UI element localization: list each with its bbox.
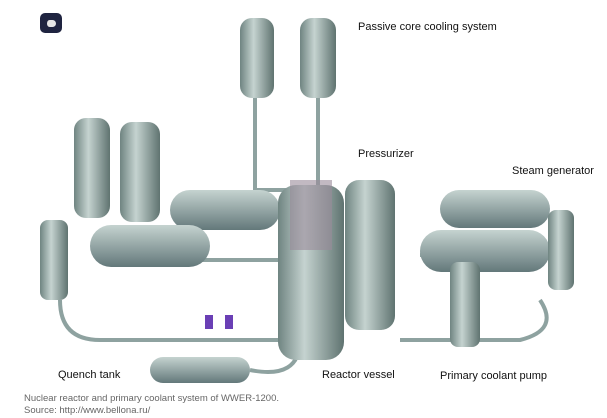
label-pressurizer: Pressurizer [358, 148, 414, 160]
valves [205, 315, 233, 329]
pumps [40, 210, 574, 347]
quench-tank [150, 357, 250, 383]
label-quench-tank: Quench tank [58, 369, 121, 381]
reactor-upper-block [290, 180, 332, 250]
passive-core-cooling-tanks [240, 18, 336, 98]
caption-line-1: Nuclear reactor and primary coolant syst… [24, 393, 280, 404]
caption-source: Source: http://www.bellona.ru/ [24, 405, 151, 416]
label-reactor-vessel: Reactor vessel [322, 369, 395, 381]
label-primary-coolant-pump: Primary coolant pump [440, 370, 547, 382]
label-passive-core-cooling: Passive core cooling system [358, 21, 497, 33]
label-steam-generator: Steam generator [512, 165, 594, 177]
steam-generators [90, 190, 550, 272]
hydroaccumulators [74, 118, 160, 222]
image-badge-icon[interactable] [40, 13, 62, 33]
badge-glyph [46, 19, 56, 27]
pressurizer [345, 180, 395, 330]
